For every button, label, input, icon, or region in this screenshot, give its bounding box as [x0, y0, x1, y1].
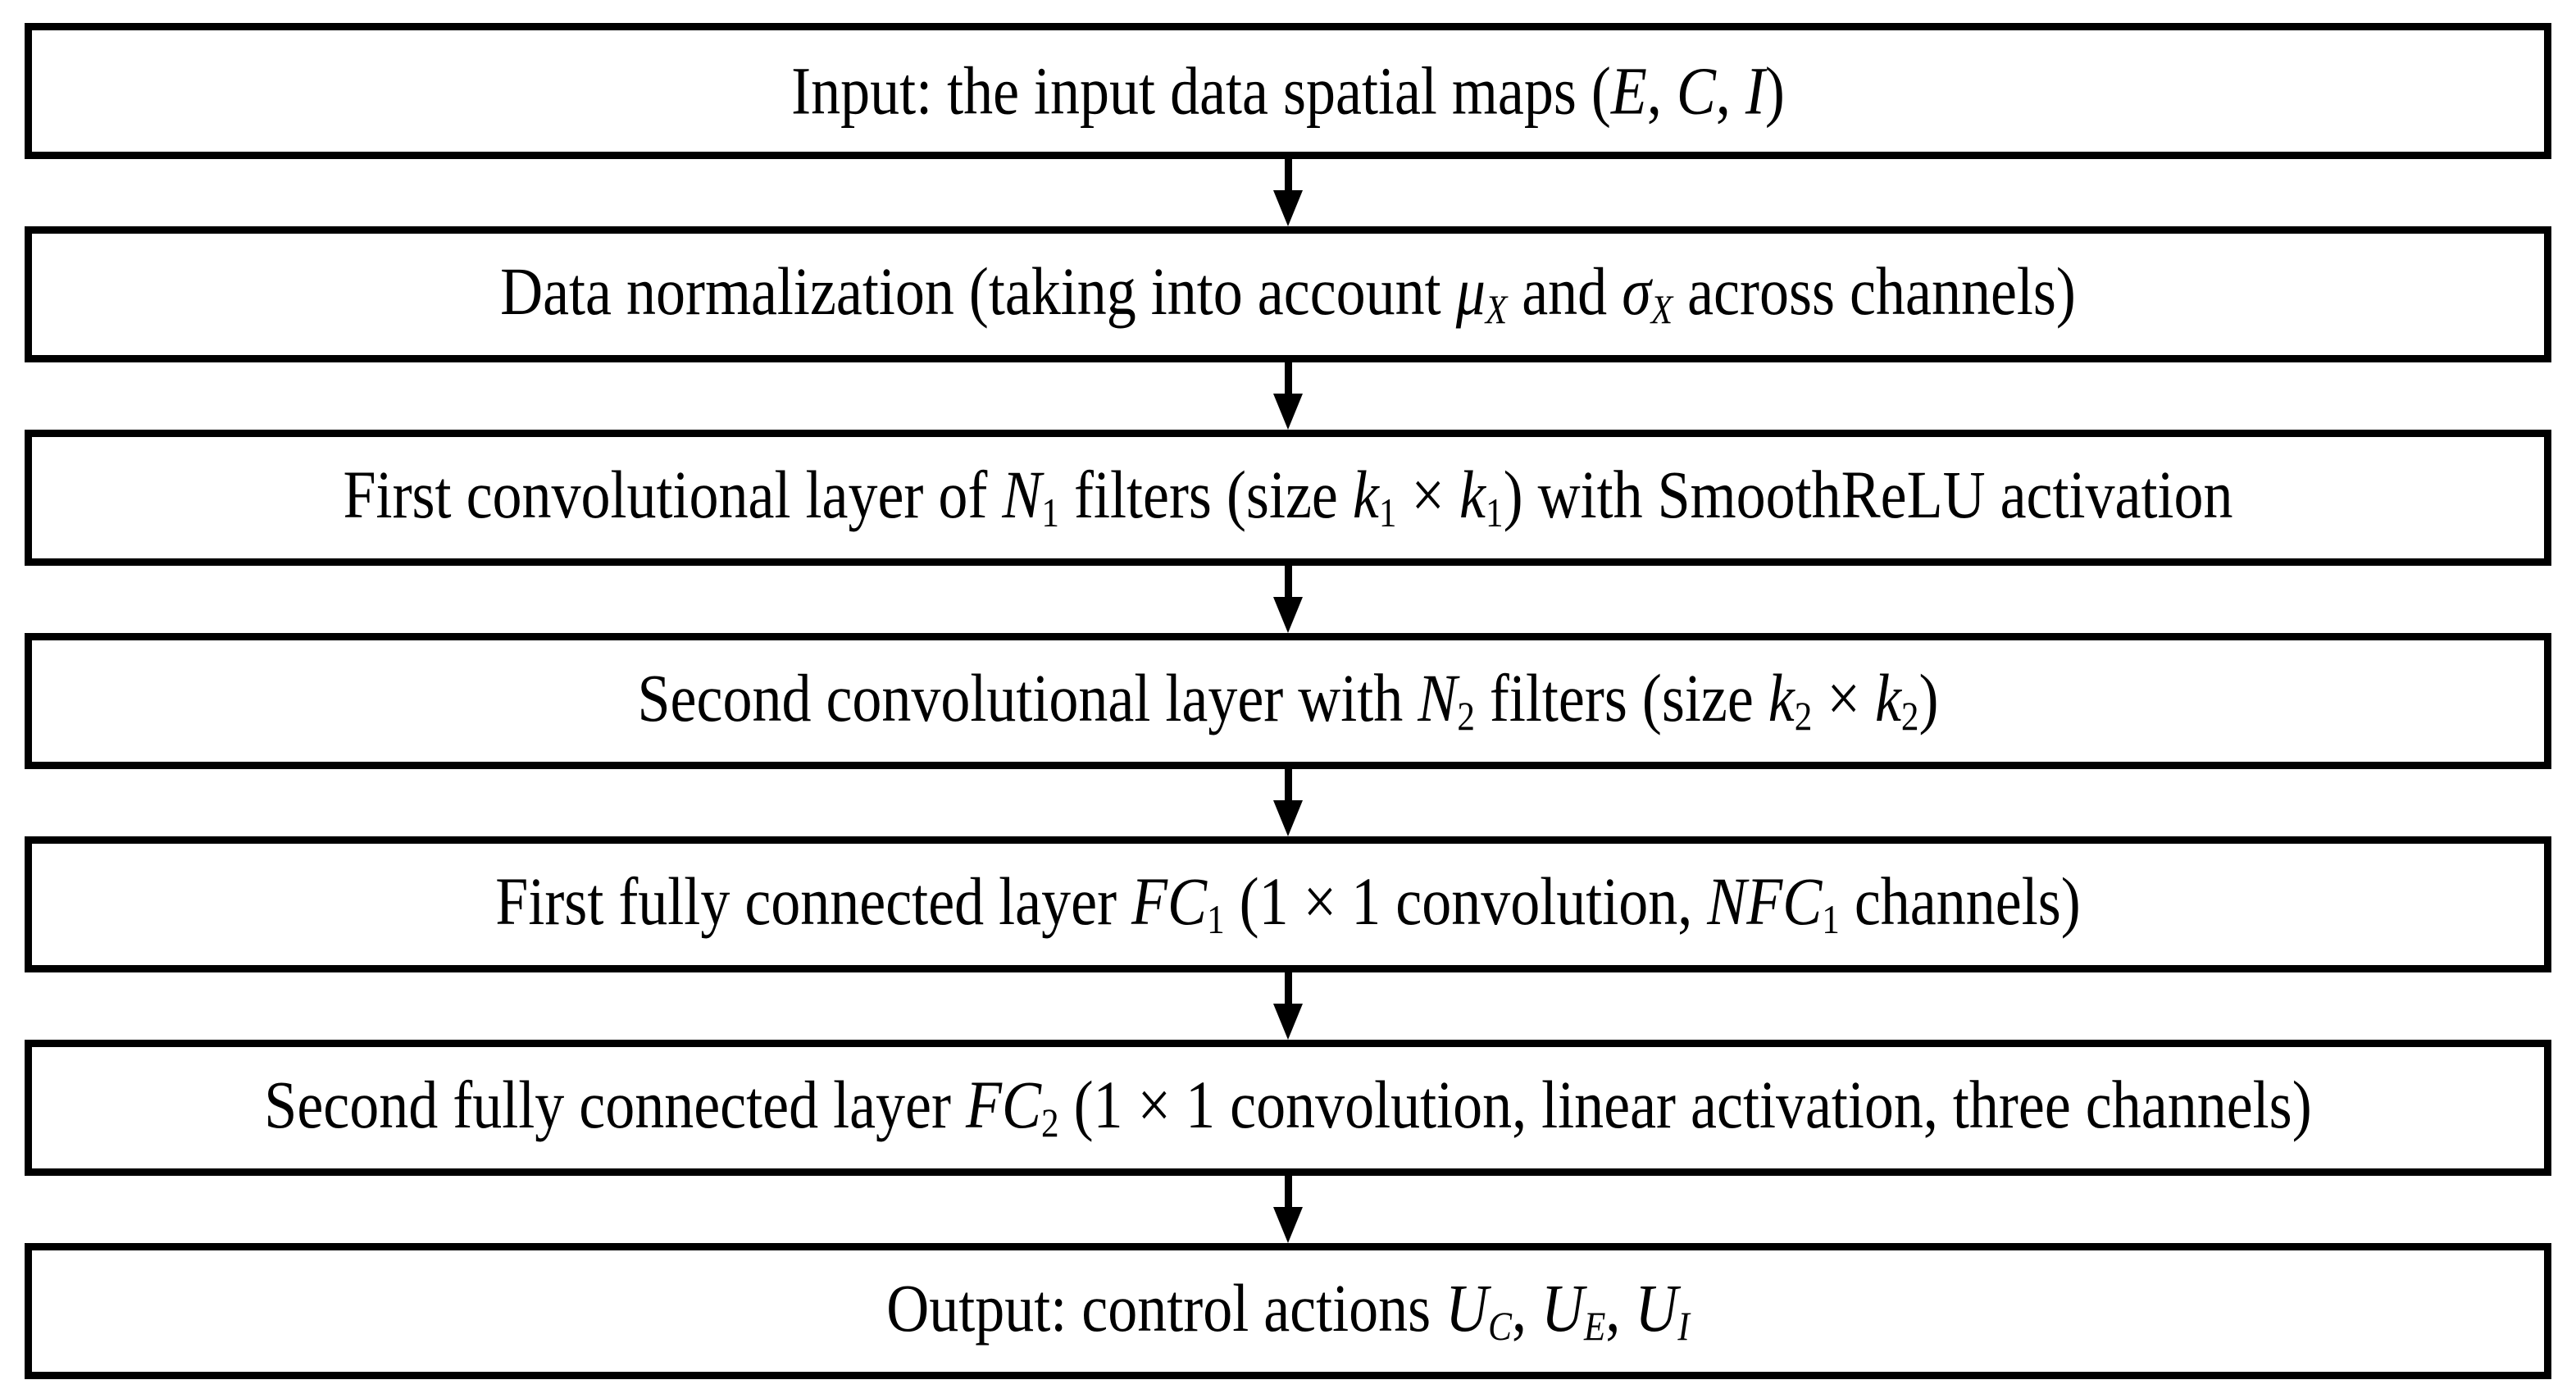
down-arrow-icon	[1273, 362, 1303, 430]
arrow-head	[1273, 1207, 1303, 1243]
arrow-head	[1273, 597, 1303, 633]
flow-box-normalization-label: Data normalization (taking into account …	[500, 253, 2076, 333]
flow-box-conv2-label: Second convolutional layer with N2 filte…	[637, 660, 1939, 740]
flow-box-fc1-label: First fully connected layer FC1 (1 × 1 c…	[495, 863, 2081, 943]
arrow-head	[1273, 190, 1303, 226]
arrow-stem	[1284, 362, 1292, 394]
flow-box-conv1: First convolutional layer of N1 filters …	[25, 430, 2551, 566]
arrow-head	[1273, 394, 1303, 430]
arrow-head	[1273, 800, 1303, 836]
down-arrow-icon	[1273, 566, 1303, 633]
down-arrow-icon	[1273, 769, 1303, 836]
arrow-head	[1273, 1004, 1303, 1040]
flow-box-input: Input: the input data spatial maps (E, C…	[25, 23, 2551, 159]
down-arrow-icon	[1273, 972, 1303, 1040]
flow-box-output-label: Output: control actions UC, UE, UI	[886, 1270, 1690, 1350]
flow-box-input-label: Input: the input data spatial maps (E, C…	[791, 53, 1785, 129]
flow-box-conv2: Second convolutional layer with N2 filte…	[25, 633, 2551, 769]
flow-box-conv1-label: First convolutional layer of N1 filters …	[343, 457, 2233, 536]
flow-box-fc1: First fully connected layer FC1 (1 × 1 c…	[25, 836, 2551, 972]
arrow-stem	[1284, 1176, 1292, 1207]
arrow-stem	[1284, 159, 1292, 190]
flow-box-output: Output: control actions UC, UE, UI	[25, 1243, 2551, 1379]
arrow-stem	[1284, 566, 1292, 597]
down-arrow-icon	[1273, 159, 1303, 226]
down-arrow-icon	[1273, 1176, 1303, 1243]
arrow-stem	[1284, 972, 1292, 1004]
arrow-stem	[1284, 769, 1292, 800]
flow-box-fc2-label: Second fully connected layer FC2 (1 × 1 …	[264, 1067, 2312, 1146]
flow-box-fc2: Second fully connected layer FC2 (1 × 1 …	[25, 1040, 2551, 1176]
flow-box-normalization: Data normalization (taking into account …	[25, 226, 2551, 362]
